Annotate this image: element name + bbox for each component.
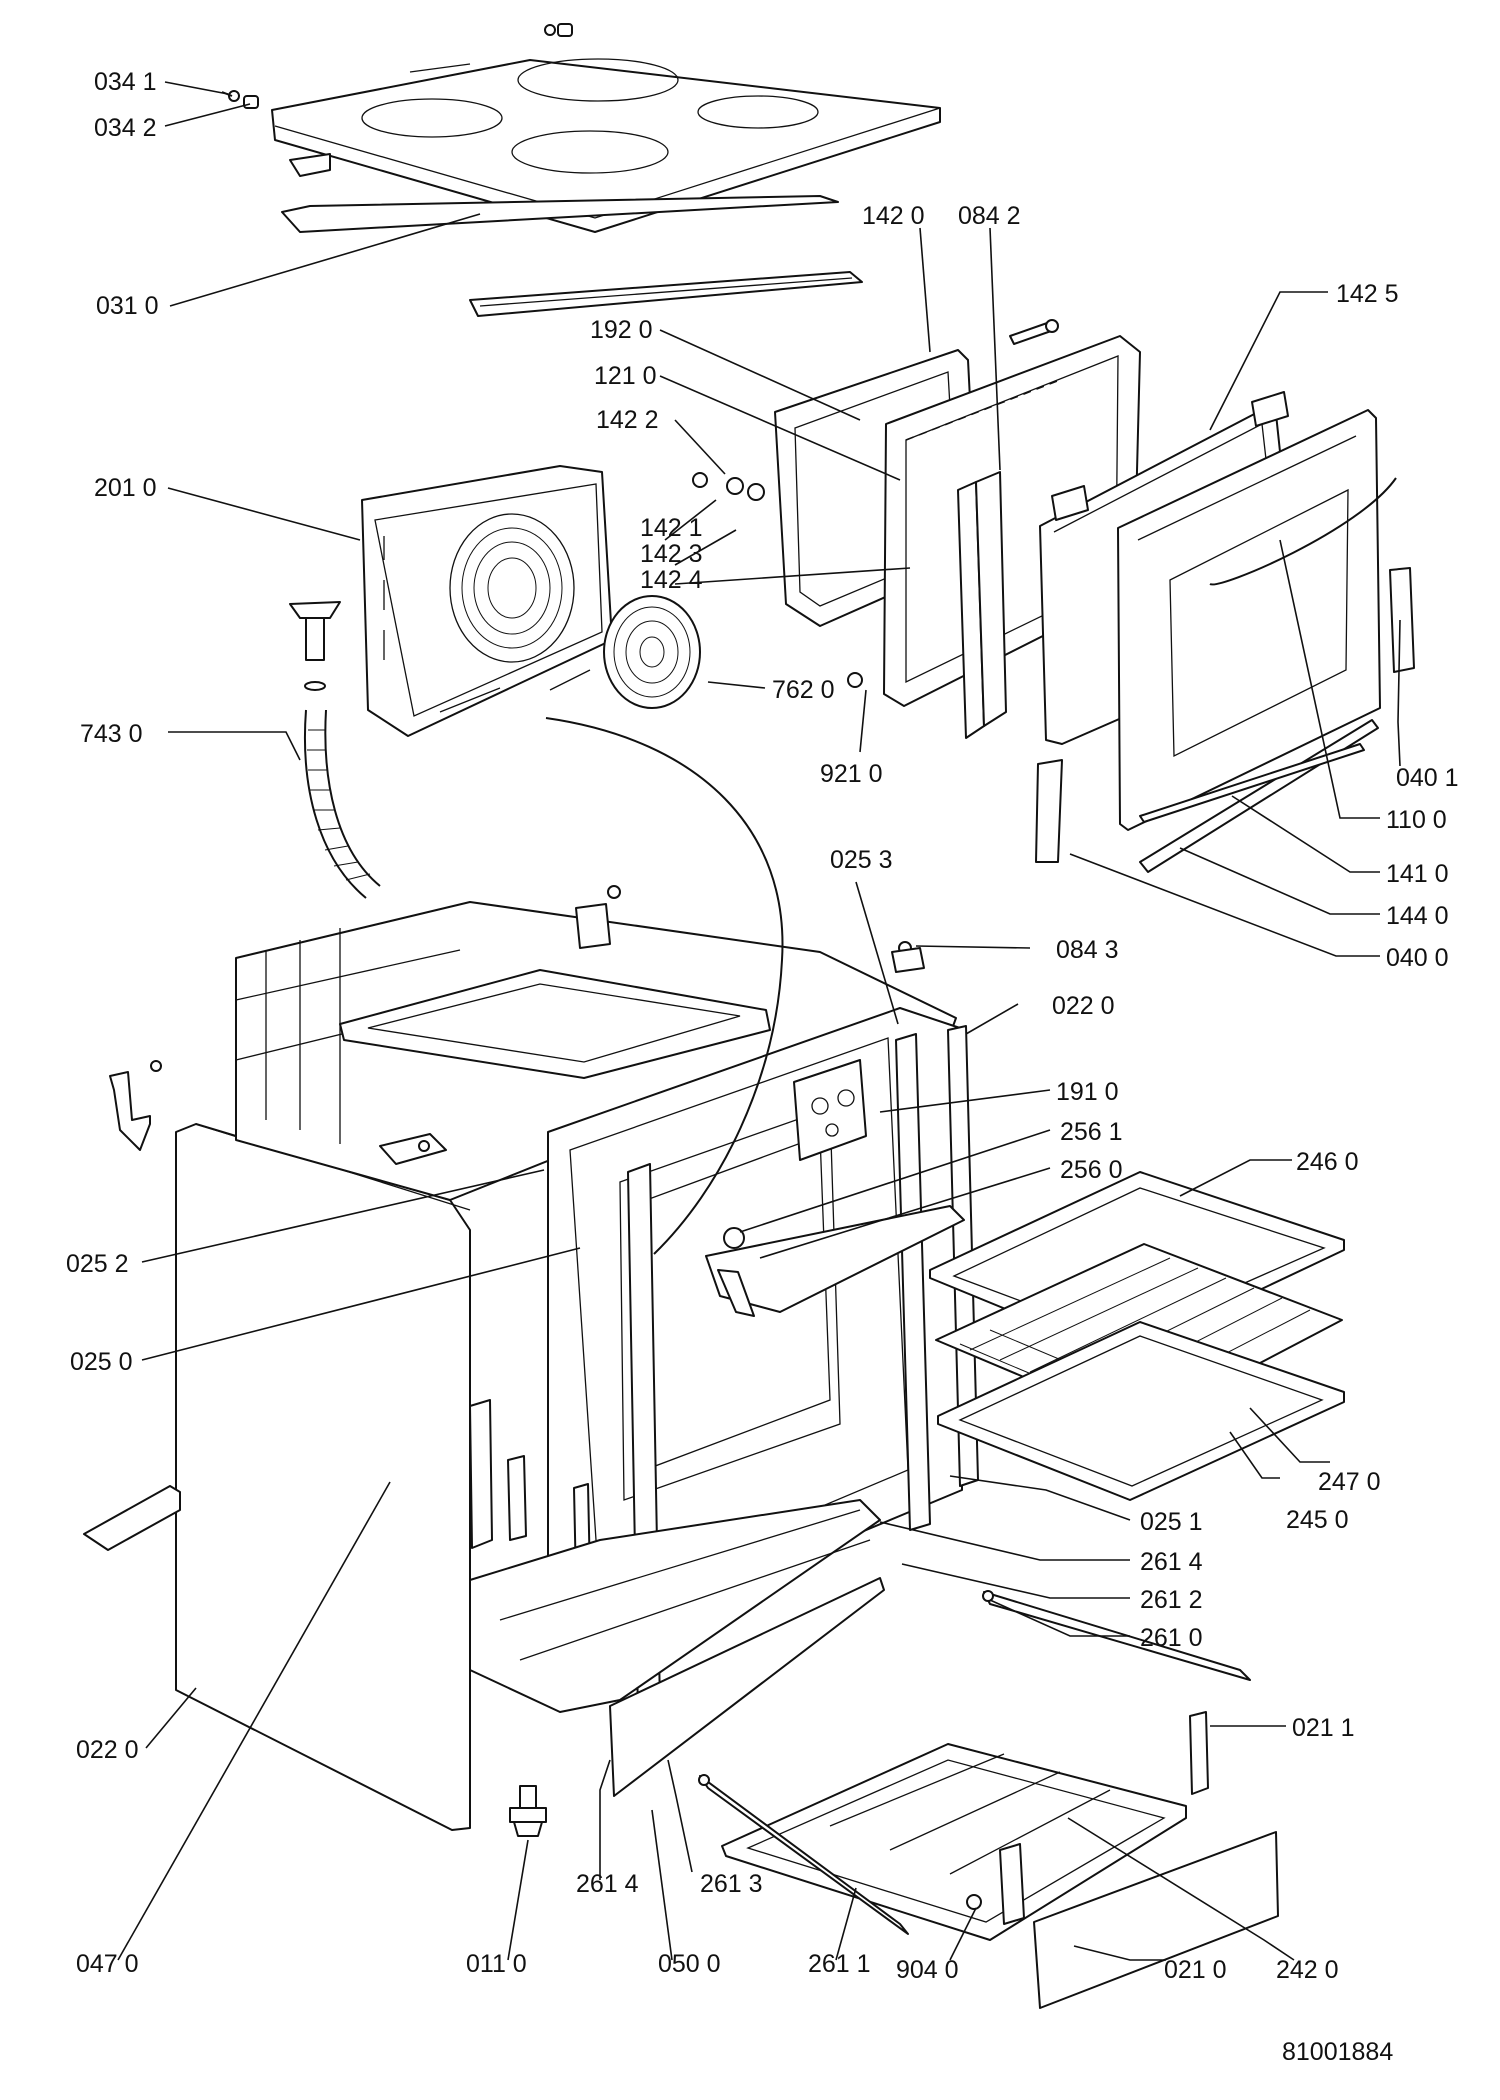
label-904-0: 904 0 <box>896 1956 959 1984</box>
label-025-0: 025 0 <box>70 1348 133 1376</box>
label-034-1: 034 1 <box>94 68 157 96</box>
label-047-0: 047 0 <box>76 1950 139 1978</box>
label-142-5: 142 5 <box>1336 280 1399 308</box>
label-025-3: 025 3 <box>830 846 893 874</box>
label-246-0: 246 0 <box>1296 1148 1359 1176</box>
label-142-0: 142 0 <box>862 202 925 230</box>
label-025-2: 025 2 <box>66 1250 129 1278</box>
drawer-side-bracket <box>999 1711 1209 1925</box>
door-screws <box>692 472 925 973</box>
label-040-0: 040 0 <box>1386 944 1449 972</box>
leader-lines <box>117 81 1401 1961</box>
cabinet-feet-bracket <box>83 1485 181 1551</box>
label-242-0: 242 0 <box>1276 1956 1339 1984</box>
label-084-3: 084 3 <box>1056 936 1119 964</box>
label-110-0: 110 0 <box>1386 806 1447 834</box>
label-121-0: 121 0 <box>594 362 657 390</box>
label-142-3: 142 3 <box>640 540 703 568</box>
grill-pan <box>937 1321 1345 1501</box>
rear-panel-with-fan-grille <box>361 465 613 737</box>
label-201-0: 201 0 <box>94 474 157 502</box>
label-022-0-top: 022 0 <box>1052 992 1115 1020</box>
drawing-number: 81001884 <box>1282 2038 1393 2066</box>
part-labels: 034 1 034 2 031 0 142 0 084 2 142 5 192 … <box>66 68 1459 2066</box>
label-762-0: 762 0 <box>772 676 835 704</box>
hob-glass-top <box>271 58 941 233</box>
lamp-cable <box>545 717 784 1255</box>
adjustable-foot <box>509 1785 547 1837</box>
label-256-0: 256 0 <box>1060 1156 1123 1184</box>
hob-brackets <box>281 153 863 317</box>
label-743-0: 743 0 <box>80 720 143 748</box>
cabinet-bottom-frame <box>469 1499 881 1713</box>
label-021-0: 021 0 <box>1164 1956 1227 1984</box>
label-025-1: 025 1 <box>1140 1508 1203 1536</box>
fan-cover <box>603 595 701 709</box>
label-191-0: 191 0 <box>1056 1078 1119 1106</box>
label-261-0: 261 0 <box>1140 1624 1203 1652</box>
label-022-0-left: 022 0 <box>76 1736 139 1764</box>
drawer-stop-screw <box>966 1894 982 1910</box>
label-192-0: 192 0 <box>590 316 653 344</box>
cabinet-small-brackets <box>109 885 621 1165</box>
label-261-3: 261 3 <box>700 1870 763 1898</box>
label-011-0: 011 0 <box>466 1950 527 1978</box>
door-bottom-rail <box>1139 719 1379 873</box>
cabinet-side-panel-left <box>175 1123 471 1831</box>
label-256-1: 256 1 <box>1060 1118 1123 1146</box>
kick-plate <box>609 1577 885 1797</box>
label-142-4: 142 4 <box>640 566 703 594</box>
label-261-2: 261 2 <box>1140 1586 1203 1614</box>
label-144-0: 144 0 <box>1386 902 1449 930</box>
label-034-2: 034 2 <box>94 114 157 142</box>
cabinet-side-slots <box>469 1399 591 1583</box>
label-142-1: 142 1 <box>640 514 703 542</box>
drawer-front-panel <box>1033 1831 1279 2009</box>
door-outer-panel <box>1117 409 1397 831</box>
label-245-0: 245 0 <box>1286 1506 1349 1534</box>
control-panel-bracket <box>793 1059 867 1161</box>
label-040-1: 040 1 <box>1396 764 1459 792</box>
drawer-runner-left <box>698 1774 909 1935</box>
vent-hose <box>289 601 381 899</box>
label-247-0: 247 0 <box>1318 1468 1381 1496</box>
label-031-0: 031 0 <box>96 292 159 320</box>
door-hinge-left <box>957 471 1007 739</box>
label-921-0: 921 0 <box>820 760 883 788</box>
label-142-2: 142 2 <box>596 406 659 434</box>
cabinet-top-tray <box>339 969 771 1079</box>
label-084-2: 084 2 <box>958 202 1021 230</box>
label-141-0: 141 0 <box>1386 860 1449 888</box>
oven-element-bracket <box>705 1205 965 1317</box>
label-261-1: 261 1 <box>808 1950 871 1978</box>
drawer-tray <box>721 1743 1187 1941</box>
door-hinge-brackets <box>1009 319 1415 863</box>
label-050-0: 050 0 <box>658 1950 721 1978</box>
label-261-4-lower: 261 4 <box>576 1870 639 1898</box>
label-021-1: 021 1 <box>1292 1714 1355 1742</box>
label-261-4-upper: 261 4 <box>1140 1548 1203 1576</box>
